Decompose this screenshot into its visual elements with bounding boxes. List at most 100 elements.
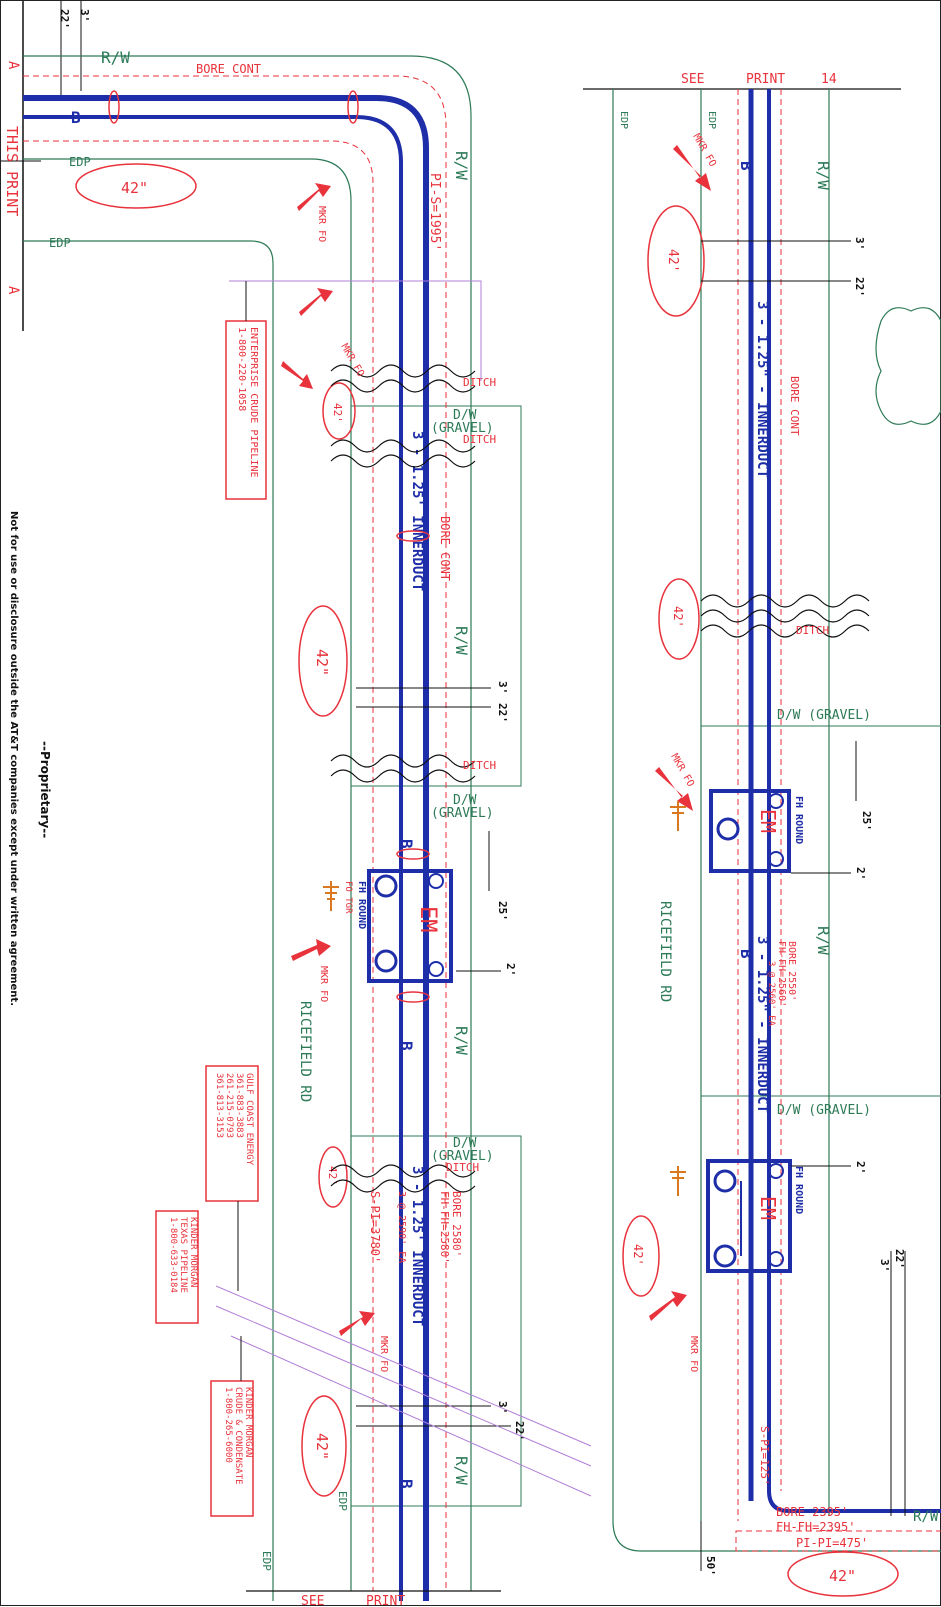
innerduct-right-2: 3 - 1.25" - INNERDUCT	[754, 936, 770, 1113]
dw-gravel-right-2: D/W (GRAVEL)	[777, 1103, 871, 1118]
callout-enterprise-line2: 1-800-220-1058	[236, 327, 247, 411]
mkr-fo-4: MKR FO	[378, 1336, 389, 1372]
ditch-symbol-right	[700, 594, 870, 638]
bore-pit	[108, 90, 120, 124]
callout-kinder-crude-line2: CRUDE & CONDENSATE	[233, 1387, 243, 1485]
handhole-ring	[713, 1244, 737, 1268]
handhole-ring	[768, 1163, 784, 1179]
ditch-label-right: DITCH	[796, 624, 829, 637]
dim-3-right-2: 3'	[878, 1259, 891, 1272]
ricefield-rd-left: RICEFIELD RD	[297, 1001, 313, 1102]
dim-25-a: 25'	[496, 901, 509, 921]
fh-fh-2560-label: FH-FH=2560'	[776, 941, 787, 1007]
edp-label-mid: EDP	[49, 236, 71, 250]
callout-kinder-crude-line1: KINDER MORGAN	[243, 1387, 253, 1457]
edp-label-right-1: EDP	[618, 111, 629, 129]
dim-25-right: 25'	[860, 811, 873, 831]
bore-boundary-inner	[23, 140, 374, 1591]
bore-boundary-right-bottom	[735, 1530, 941, 1552]
mkr-fo-1: MKR FO	[316, 206, 327, 242]
callout-gulf-line2: 361-883-3883	[234, 1073, 244, 1138]
fo-tgr-left: FO TGR	[343, 881, 353, 914]
see-print-bottom: SEE	[301, 1594, 324, 1607]
marker-arrow-right-1	[673, 145, 711, 191]
dw-gravel-right-1: D/W (GRAVEL)	[777, 708, 871, 723]
depth-42-right-4: 42"	[829, 1567, 856, 1585]
rw-label-left-3: R/W	[452, 1026, 471, 1055]
dim-50-right: 50'	[704, 1556, 717, 1576]
handhole-ring	[768, 851, 784, 867]
dw-gravel-2b: (GRAVEL)	[431, 806, 494, 821]
callout-kinder-texas: KINDER MORGAN TEXAS PIPELINE 1-800-633-0…	[155, 1210, 199, 1324]
marker-arrow-2	[299, 288, 333, 316]
handhole-ring	[768, 793, 784, 809]
route-b-marker-2: B	[397, 839, 416, 849]
callout-gulf-line3: 261-215-0793	[224, 1073, 234, 1138]
dim-22-a: 22'	[496, 703, 509, 723]
conduit-route-right-inner	[767, 89, 941, 1513]
callout-kinder-texas-line3: 1-800-633-0184	[168, 1217, 178, 1293]
handhole-em-right-1	[709, 789, 791, 873]
handhole-em-left	[367, 869, 453, 983]
edp-line-right	[612, 89, 941, 1552]
mkr-fo-3: MKR FO	[318, 966, 329, 1002]
at-2560-label: 3 @ 2560' EA	[766, 961, 776, 1027]
marker-arrow-right-2	[655, 767, 693, 811]
conduit-route-left-outer	[23, 95, 429, 1601]
mkr-fo-right-1: MKR FO	[690, 132, 718, 169]
depth-42-4: 42'	[326, 1166, 339, 1186]
driveway-2	[350, 1135, 522, 1507]
rw-label-right-3: R/W	[913, 1509, 939, 1525]
marker-arrow-1	[297, 183, 331, 211]
bore-pit	[347, 90, 359, 124]
innerduct-label-2: 3 - 1.25' INNERDUCT	[409, 1166, 425, 1326]
ditch-symbol-2	[330, 439, 476, 468]
ground-rod-left	[323, 881, 339, 911]
handhole-ring	[374, 874, 398, 898]
fh-round-right-1: FH ROUND	[793, 796, 804, 844]
bore-pit	[396, 991, 430, 1003]
bore-boundary-outer	[23, 75, 447, 1591]
ditch-label-3: DITCH	[463, 759, 496, 772]
depth-42-3: 42"	[313, 649, 331, 676]
callout-enterprise-line1: ENTERPRISE CRUDE PIPELINE	[248, 327, 259, 478]
rw-label-left-2: R/W	[452, 626, 471, 655]
route-b-right-2: B	[737, 949, 756, 959]
rw-label-top: R/W	[101, 48, 130, 67]
dim-22-right-2: 22'	[893, 1249, 906, 1269]
edp-line-far	[23, 240, 274, 1601]
depth-callout-right-4	[787, 1551, 899, 1597]
pi-pi-475-label: PI-PI=475'	[796, 1536, 868, 1550]
marker-arrow-right-3	[649, 1291, 687, 1321]
depth-42-right-1: 42'	[665, 249, 680, 272]
handhole-ring	[374, 949, 398, 973]
innerduct-label-1: 3 - 1.25' INNERDUCT	[409, 431, 425, 591]
print-top: PRINT	[746, 72, 785, 87]
bore-pit	[396, 530, 430, 542]
handhole-ring	[713, 1169, 737, 1193]
depth-42-right-3: 42'	[631, 1244, 645, 1266]
s-pi-label: S-PI=3780'	[368, 1191, 382, 1263]
rw-label-right-2: R/W	[814, 926, 833, 955]
depth-callout-4	[318, 1146, 348, 1208]
callout-gulf-line4: 361-813-3153	[214, 1073, 224, 1138]
route-b-right-1: B	[737, 161, 756, 171]
rw-label-left-4: R/W	[452, 1456, 471, 1485]
ditch-label-2: DITCH	[463, 433, 496, 446]
edp-label-bottom: EDP	[336, 1491, 349, 1511]
fh-round-right-2: FH ROUND	[793, 1166, 804, 1214]
handhole-em-right-2	[706, 1159, 792, 1273]
depth-callout-right-2	[658, 578, 700, 660]
em-label-left: EM	[415, 906, 440, 933]
edp-label-right-2: EDP	[706, 111, 717, 129]
callout-gulf-line1: GULF COAST ENERGY	[244, 1073, 254, 1166]
mkr-fo-right-2: MKR FO	[668, 752, 696, 789]
callout-kinder-texas-line1: KINDER MORGAN	[188, 1217, 198, 1287]
callout-gulf-coast: GULF COAST ENERGY 361-883-3883 261-215-0…	[205, 1065, 259, 1202]
ditch-label-1: DITCH	[463, 376, 496, 389]
mkr-fo-right-3: MKR FO	[688, 1336, 699, 1372]
marker-arrow-4	[291, 939, 331, 961]
ditch-label-4: DITCH	[446, 1161, 479, 1174]
